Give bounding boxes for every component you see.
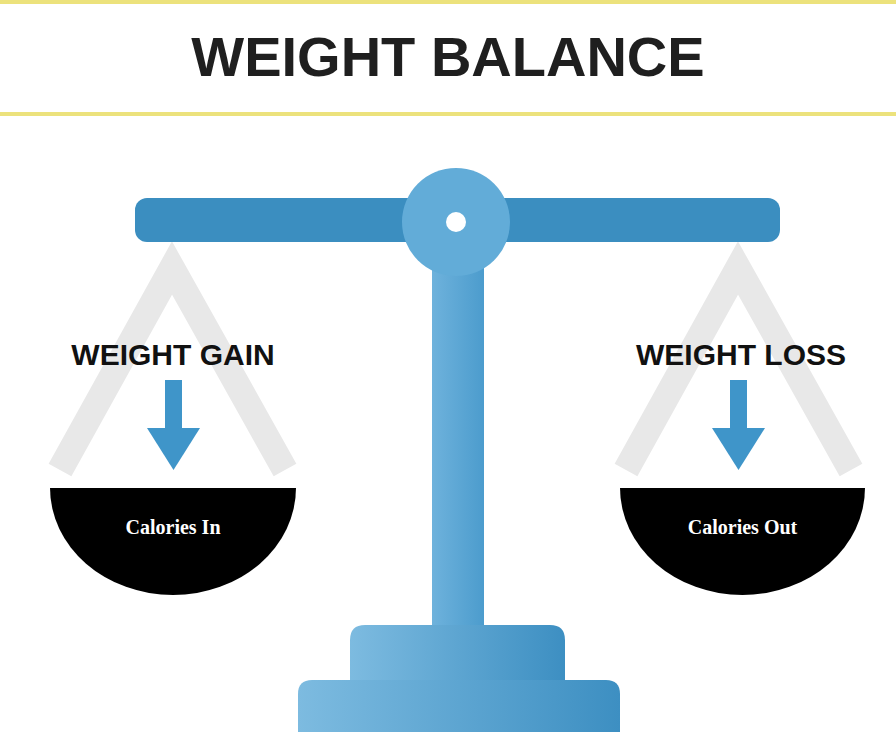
scale-post [432,236,484,636]
scale-base-step [350,625,565,680]
pan-label: Calories In [126,515,221,539]
arrow-head [712,428,765,470]
pan-label: Calories Out [688,515,797,539]
title-rule [0,112,896,116]
top-rule [0,0,896,4]
scale-pan: WEIGHT LOSS Calories Out [608,330,874,600]
arrow-shaft [730,380,747,432]
pan-bowl [620,488,865,595]
scale-pan: WEIGHT GAIN Calories In [40,330,306,600]
arrow-head [147,428,200,470]
scale-pivot [402,168,510,276]
title: WEIGHT BALANCE [0,22,896,92]
scale-base [298,680,620,732]
pan-heading: WEIGHT LOSS [608,337,874,373]
pivot-hole [446,212,466,232]
arrow-shaft [165,380,182,432]
pan-bowl [50,488,296,595]
pan-heading: WEIGHT GAIN [40,337,306,373]
